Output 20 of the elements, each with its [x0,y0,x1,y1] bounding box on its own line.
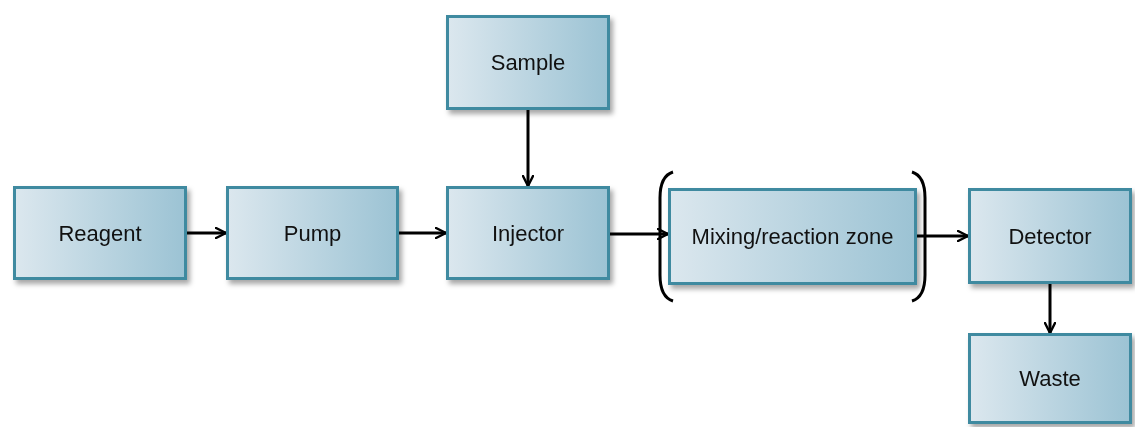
box-label: Pump [283,219,342,248]
box-label: Waste [1019,365,1081,393]
process-box [968,188,1132,284]
process-box [968,333,1132,424]
arrow [399,226,448,240]
box-label: Mixing/reaction zone [691,223,894,251]
box-label: Sample [490,49,566,77]
arrow [610,227,670,241]
box-label: Reagent [58,219,142,248]
process-box [226,186,399,280]
process-box [446,186,610,280]
process-box [446,15,610,110]
box-label: Detector [1008,222,1092,251]
arrow [187,226,228,240]
arrow [521,110,535,188]
process-box [668,188,917,285]
process-box [13,186,187,280]
arrow [1043,284,1057,335]
arrow [917,229,970,243]
box-label: Injector [491,219,565,248]
